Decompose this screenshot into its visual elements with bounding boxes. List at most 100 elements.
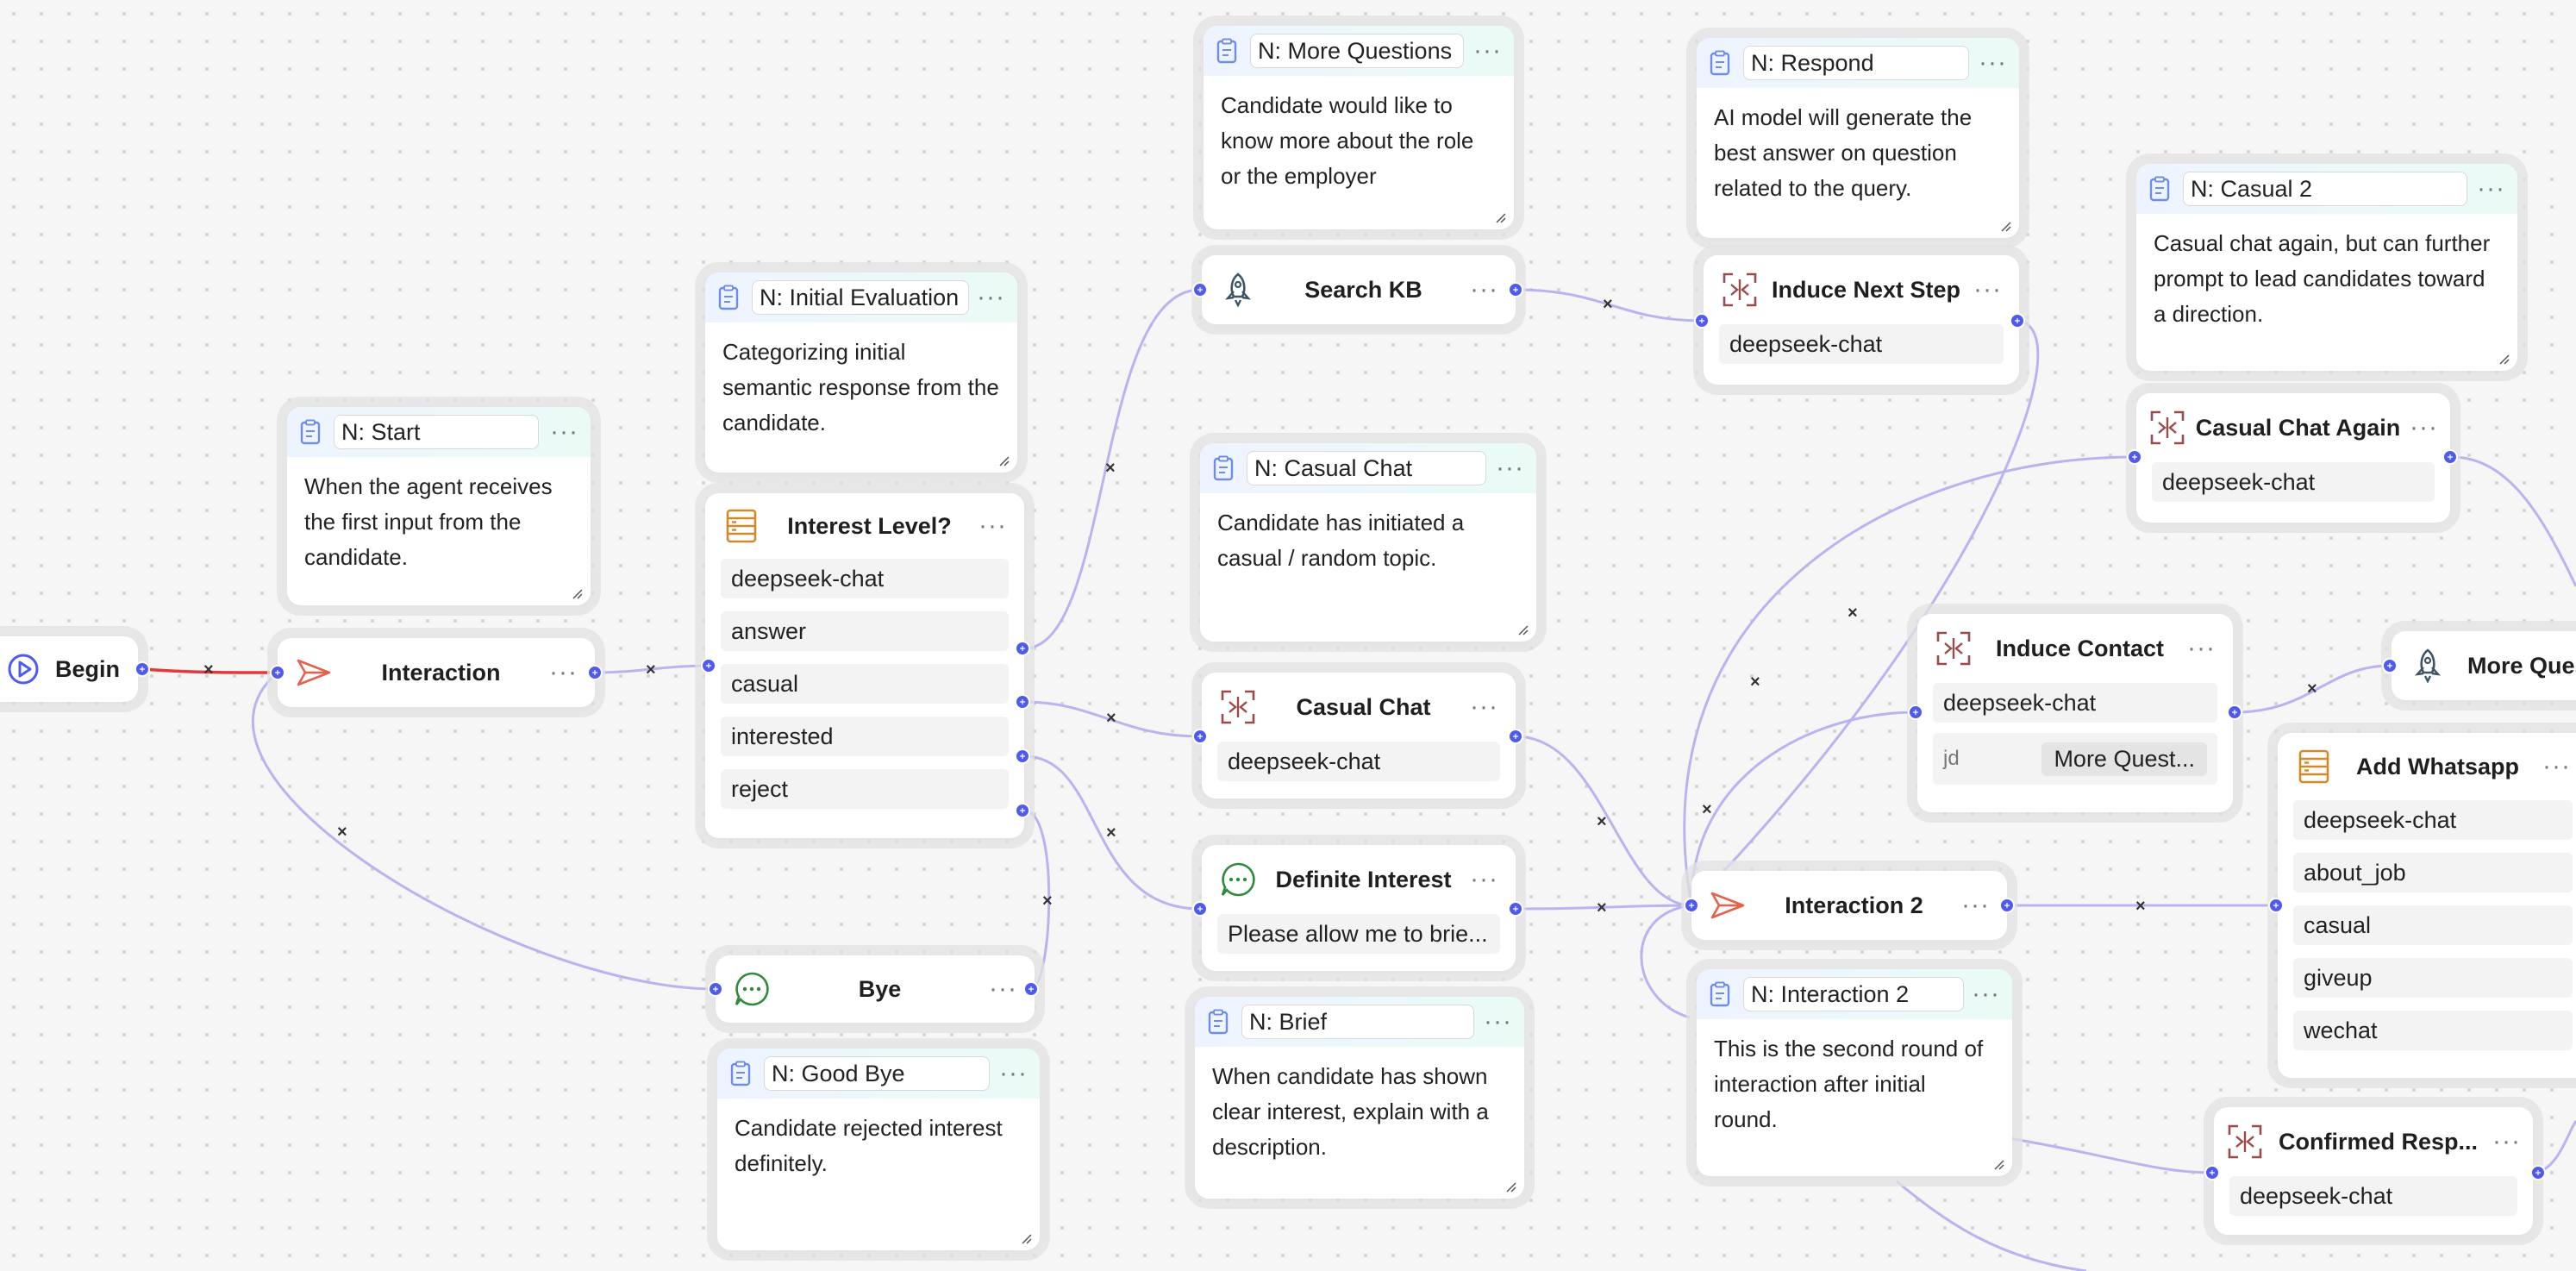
- edge-delete-marker[interactable]: ×: [1106, 823, 1116, 842]
- resize-handle-icon[interactable]: [997, 454, 1010, 467]
- note-title-input[interactable]: N: Interaction 2: [1743, 977, 1964, 1011]
- resize-handle-icon[interactable]: [1504, 1180, 1517, 1193]
- resize-handle-icon[interactable]: [2497, 352, 2510, 366]
- resize-handle-icon[interactable]: [1493, 210, 1507, 224]
- more-options-button[interactable]: ···: [1484, 1007, 1512, 1036]
- edge-delete-marker[interactable]: ×: [203, 661, 214, 679]
- definite-interest-node[interactable]: Definite Interest ··· Please allow me to…: [1202, 845, 1516, 971]
- more-options-button[interactable]: ···: [1961, 891, 1990, 919]
- input-port[interactable]: [2268, 898, 2284, 913]
- output-port[interactable]: [1999, 898, 2015, 913]
- bye-node[interactable]: Bye ···: [716, 955, 1035, 1023]
- more-options-button[interactable]: ···: [999, 1059, 1028, 1087]
- more-options-button[interactable]: ···: [1470, 865, 1498, 893]
- edge-delete-marker[interactable]: ×: [1042, 892, 1053, 911]
- more-options-button[interactable]: ···: [1473, 36, 1502, 65]
- output-port[interactable]: [1508, 901, 1523, 917]
- edge-delete-marker[interactable]: ×: [1106, 709, 1116, 728]
- input-port[interactable]: [1192, 729, 1208, 744]
- more-options-button[interactable]: ···: [979, 511, 1007, 540]
- edge-delete-marker[interactable]: ×: [2135, 897, 2146, 916]
- note-respond[interactable]: N: Respond ··· AI model will generate th…: [1697, 38, 2019, 238]
- note-interaction2[interactable]: N: Interaction 2 ··· This is the second …: [1697, 969, 2012, 1176]
- input-port[interactable]: [2204, 1165, 2220, 1180]
- edge-delete-marker[interactable]: ×: [1702, 800, 1712, 819]
- output-port[interactable]: [2227, 704, 2242, 720]
- output-port[interactable]: [1023, 981, 1039, 997]
- edge-delete-marker[interactable]: ×: [1848, 604, 1858, 623]
- resize-handle-icon[interactable]: [1998, 219, 2012, 233]
- resize-handle-icon[interactable]: [1991, 1157, 2005, 1171]
- output-port[interactable]: [1508, 729, 1523, 744]
- more-options-button[interactable]: ···: [989, 974, 1017, 1003]
- interaction-node[interactable]: Interaction ···: [278, 638, 595, 707]
- input-port[interactable]: [1192, 901, 1208, 917]
- note-title-input[interactable]: N: Initial Evaluation: [752, 280, 969, 315]
- output-port[interactable]: [587, 665, 603, 680]
- begin-output-port[interactable]: [134, 661, 150, 677]
- casual-chat-again-node[interactable]: Casual Chat Again ··· deepseek-chat: [2136, 393, 2450, 523]
- note-title-input[interactable]: N: Casual Chat: [1247, 451, 1486, 485]
- input-port[interactable]: [701, 658, 716, 673]
- note-casual2[interactable]: N: Casual 2 ··· Casual chat again, but c…: [2136, 164, 2517, 371]
- note-initial-evaluation[interactable]: N: Initial Evaluation ··· Categorizing i…: [705, 272, 1017, 473]
- induce-contact-node[interactable]: Induce Contact ··· deepseek-chat jd More…: [1917, 614, 2233, 812]
- input-port[interactable]: [2127, 449, 2142, 465]
- edge-delete-marker[interactable]: ×: [1750, 673, 1760, 692]
- output-port-reject[interactable]: [1015, 803, 1030, 818]
- edge-delete-marker[interactable]: ×: [1603, 295, 1613, 314]
- input-port[interactable]: [708, 981, 723, 997]
- edge-delete-marker[interactable]: ×: [1597, 898, 1607, 917]
- search-kb-node[interactable]: Search KB ···: [1202, 255, 1516, 324]
- more-options-button[interactable]: ···: [2542, 752, 2571, 780]
- note-text[interactable]: When candidate has shown clear interest,…: [1212, 1063, 1489, 1160]
- more-options-button[interactable]: ···: [977, 283, 1005, 311]
- note-brief[interactable]: N: Brief ··· When candidate has shown cl…: [1195, 997, 1524, 1199]
- note-casual-chat[interactable]: N: Casual Chat ··· Candidate has initiat…: [1200, 443, 1536, 642]
- more-options-button[interactable]: ···: [2477, 174, 2505, 203]
- note-more-questions[interactable]: N: More Questions ··· Candidate would li…: [1204, 26, 1514, 229]
- induce-next-step-node[interactable]: Induce Next Step ··· deepseek-chat: [1704, 255, 2019, 385]
- more-options-button[interactable]: ···: [2492, 1127, 2521, 1155]
- note-text[interactable]: Candidate has initiated a casual / rando…: [1217, 510, 1465, 571]
- add-whatsapp-node[interactable]: Add Whatsapp ··· deepseek-chat about_job…: [2278, 733, 2576, 1078]
- more-questions-node[interactable]: More Ques: [2392, 631, 2576, 700]
- note-title-input[interactable]: N: Good Bye: [764, 1056, 990, 1091]
- more-options-button[interactable]: ···: [1972, 980, 2000, 1008]
- output-port-answer[interactable]: [1015, 641, 1030, 656]
- note-text[interactable]: Casual chat again, but can further promp…: [2154, 230, 2491, 327]
- note-text[interactable]: Categorizing initial semantic response f…: [722, 339, 999, 435]
- more-options-button[interactable]: ···: [1470, 692, 1498, 721]
- note-start[interactable]: N: Start ··· When the agent receives the…: [287, 407, 591, 605]
- edge-delete-marker[interactable]: ×: [1105, 459, 1116, 478]
- interest-level-node[interactable]: Interest Level? ··· deepseek-chat answer…: [705, 493, 1024, 838]
- output-port[interactable]: [1508, 282, 1523, 297]
- more-options-button[interactable]: ···: [1496, 454, 1524, 482]
- begin-node[interactable]: Begin: [0, 636, 138, 702]
- more-options-button[interactable]: ···: [2410, 413, 2438, 441]
- note-good-bye[interactable]: N: Good Bye ··· Candidate rejected inter…: [717, 1049, 1040, 1250]
- note-title-input[interactable]: N: Casual 2: [2183, 172, 2467, 206]
- input-port[interactable]: [1694, 313, 1710, 329]
- more-options-button[interactable]: ···: [549, 658, 578, 686]
- note-text[interactable]: Candidate rejected interest definitely.: [735, 1115, 1003, 1176]
- input-port[interactable]: [270, 665, 285, 680]
- resize-handle-icon[interactable]: [570, 586, 584, 600]
- more-options-button[interactable]: ···: [1470, 275, 1498, 304]
- output-port[interactable]: [2530, 1165, 2546, 1180]
- interaction2-node[interactable]: Interaction 2 ···: [1691, 871, 2007, 940]
- edge-delete-marker[interactable]: ×: [1597, 812, 1607, 831]
- note-title-input[interactable]: N: Start: [334, 415, 539, 449]
- note-text[interactable]: When the agent receives the first input …: [304, 473, 553, 570]
- note-text[interactable]: Candidate would like to know more about …: [1221, 92, 1474, 189]
- input-port[interactable]: [2382, 658, 2398, 673]
- note-text[interactable]: AI model will generate the best answer o…: [1714, 104, 1973, 201]
- note-title-input[interactable]: N: Respond: [1743, 46, 1969, 80]
- note-text[interactable]: This is the second round of interaction …: [1714, 1036, 1984, 1132]
- note-title-input[interactable]: N: More Questions: [1250, 34, 1464, 68]
- resize-handle-icon[interactable]: [1019, 1231, 1033, 1245]
- output-port[interactable]: [2442, 449, 2458, 465]
- input-port[interactable]: [1684, 898, 1699, 913]
- note-title-input[interactable]: N: Brief: [1241, 1005, 1474, 1039]
- edge-delete-marker[interactable]: ×: [2307, 679, 2317, 698]
